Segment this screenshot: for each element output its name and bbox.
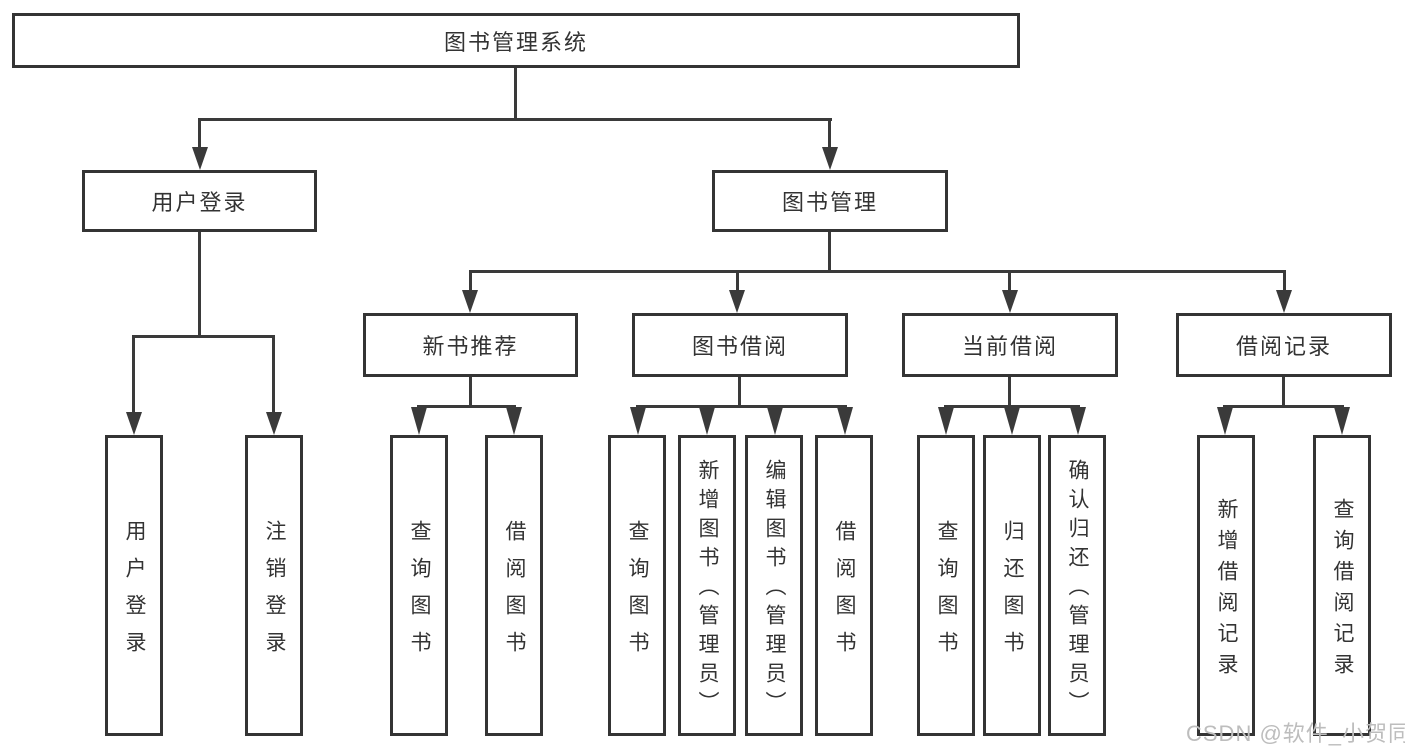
connector-line [514,68,517,120]
connector-line [636,405,847,408]
connector-line [736,270,739,292]
node-label: 借阅记录 [1235,334,1332,359]
arrow-down-icon [1334,407,1350,435]
arrow-down-icon [1004,407,1020,435]
connector-line [828,118,831,152]
connector-line [828,232,831,272]
leaf-borrow-books-recommend: 借阅图书 [485,435,543,736]
arrow-down-icon [1002,290,1018,313]
leaf-label: 用户登录 [123,519,146,668]
leaf-query-books-borrowing: 查询图书 [608,435,666,736]
leaf-confirm-return-admin: 确认归还（管理员） [1048,435,1106,736]
connector-line [198,118,201,152]
connector-line [1283,270,1286,292]
connector-line [272,335,275,415]
leaf-return-books: 归还图书 [983,435,1041,736]
connector-line [132,335,135,415]
leaf-query-borrow-record: 查询借阅记录 [1313,435,1371,736]
leaf-label: 查询图书 [626,519,649,668]
connector-line [738,377,741,407]
node-book-management: 图书管理 [712,170,948,232]
connector-line [469,377,472,407]
arrow-down-icon [126,412,142,435]
connector-line [1223,405,1344,408]
arrow-down-icon [1217,407,1233,435]
leaf-add-borrow-record: 新增借阅记录 [1197,435,1255,736]
connector-line [944,405,1080,408]
arrow-down-icon [938,407,954,435]
leaf-label: 借阅图书 [833,519,856,668]
node-current-borrowing: 当前借阅 [902,313,1118,377]
arrow-down-icon [192,147,208,170]
node-library-management-system: 图书管理系统 [12,13,1020,68]
connector-line [469,270,472,292]
leaf-label: 确认归还（管理员） [1066,459,1089,720]
leaf-add-books-admin: 新增图书（管理员） [678,435,736,736]
node-label: 用户登录 [151,190,248,215]
arrow-down-icon [411,407,427,435]
leaf-logout: 注销登录 [245,435,303,736]
leaf-label: 查询借阅记录 [1331,497,1354,684]
connector-line [417,405,516,408]
leaf-label: 借阅图书 [503,519,526,668]
node-new-book-recommendation: 新书推荐 [363,313,578,377]
arrow-down-icon [699,407,715,435]
arrow-down-icon [630,407,646,435]
arrow-down-icon [729,290,745,313]
connector-line [1008,270,1011,292]
leaf-label: 注销登录 [263,519,286,668]
connector-line [1008,377,1011,407]
arrow-down-icon [462,290,478,313]
leaf-label: 新增图书（管理员） [696,459,719,720]
arrow-down-icon [1276,290,1292,313]
arrow-down-icon [767,407,783,435]
leaf-label: 归还图书 [1001,519,1024,668]
arrow-down-icon [822,147,838,170]
leaf-query-books-recommend: 查询图书 [390,435,448,736]
leaf-label: 查询图书 [408,519,431,668]
connector-line [198,232,201,337]
leaf-borrow-books-borrowing: 借阅图书 [815,435,873,736]
arrow-down-icon [506,407,522,435]
arrow-down-icon [1070,407,1086,435]
leaf-edit-books-admin: 编辑图书（管理员） [745,435,803,736]
leaf-user-login: 用户登录 [105,435,163,736]
connector-line [1282,377,1285,407]
connector-line [198,118,832,121]
connector-line [132,335,275,338]
csdn-watermark: CSDN @软件_小贺同学 [1186,721,1405,746]
arrow-down-icon [837,407,853,435]
node-label: 图书管理系统 [443,29,588,55]
connector-line [469,270,1286,273]
leaf-label: 查询图书 [935,519,958,668]
leaf-label: 编辑图书（管理员） [763,459,786,720]
leaf-query-books-current: 查询图书 [917,435,975,736]
node-user-login: 用户登录 [82,170,317,232]
node-book-borrowing: 图书借阅 [632,313,848,377]
arrow-down-icon [266,412,282,435]
node-label: 图书借阅 [691,334,788,359]
node-borrowing-records: 借阅记录 [1176,313,1392,377]
node-label: 新书推荐 [422,334,519,359]
node-label: 当前借阅 [961,334,1058,359]
node-label: 图书管理 [781,190,878,215]
leaf-label: 新增借阅记录 [1215,497,1238,684]
